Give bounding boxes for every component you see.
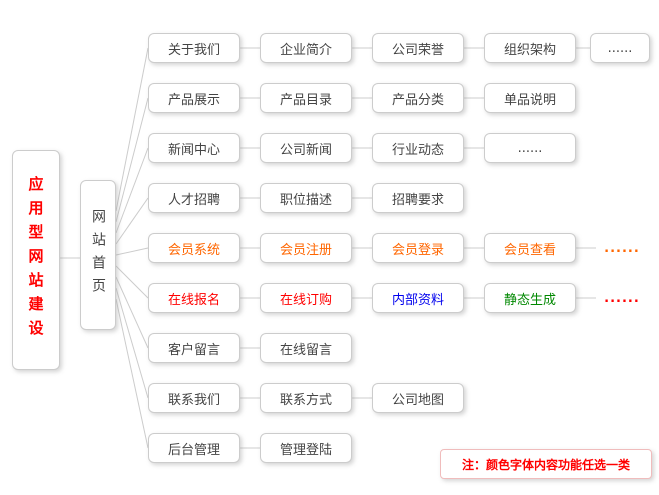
node-company-news: 公司新闻	[260, 133, 352, 163]
node-about-us: 关于我们	[148, 33, 240, 63]
node-backend-admin: 后台管理	[148, 433, 240, 463]
node-static-generation: 静态生成	[484, 283, 576, 313]
node-contact-us: 联系我们	[148, 383, 240, 413]
node-member-system: 会员系统	[148, 233, 240, 263]
node-job-requirements: 招聘要求	[372, 183, 464, 213]
node-online-order: 在线订购	[260, 283, 352, 313]
node-online-signup: 在线报名	[148, 283, 240, 313]
node-member-login: 会员登录	[372, 233, 464, 263]
node-internal-docs: 内部资料	[372, 283, 464, 313]
node-job-description: 职位描述	[260, 183, 352, 213]
node-industry-news: 行业动态	[372, 133, 464, 163]
node-member-register: 会员注册	[260, 233, 352, 263]
node-product-catalog: 产品目录	[260, 83, 352, 113]
node-online-message: 在线留言	[260, 333, 352, 363]
node-product-category: 产品分类	[372, 83, 464, 113]
node-company-honors: 公司荣誉	[372, 33, 464, 63]
node-recruitment: 人才招聘	[148, 183, 240, 213]
node-more-about: ......	[590, 33, 650, 63]
node-company-intro: 企业简介	[260, 33, 352, 63]
node-more-member: ......	[604, 240, 640, 256]
node-contact-method: 联系方式	[260, 383, 352, 413]
node-org-structure: 组织架构	[484, 33, 576, 63]
node-product-description: 单品说明	[484, 83, 576, 113]
node-member-view: 会员查看	[484, 233, 576, 263]
node-more-online: ......	[604, 290, 640, 306]
node-guestbook: 客户留言	[148, 333, 240, 363]
node-product-display: 产品展示	[148, 83, 240, 113]
node-root: 应用型网站建设	[12, 150, 60, 370]
node-more-news: ......	[484, 133, 576, 163]
node-home: 网站首页	[80, 180, 116, 330]
node-company-map: 公司地图	[372, 383, 464, 413]
node-news-center: 新闻中心	[148, 133, 240, 163]
note-box: 注：颜色字体内容功能任选一类	[440, 449, 652, 479]
node-admin-login: 管理登陆	[260, 433, 352, 463]
